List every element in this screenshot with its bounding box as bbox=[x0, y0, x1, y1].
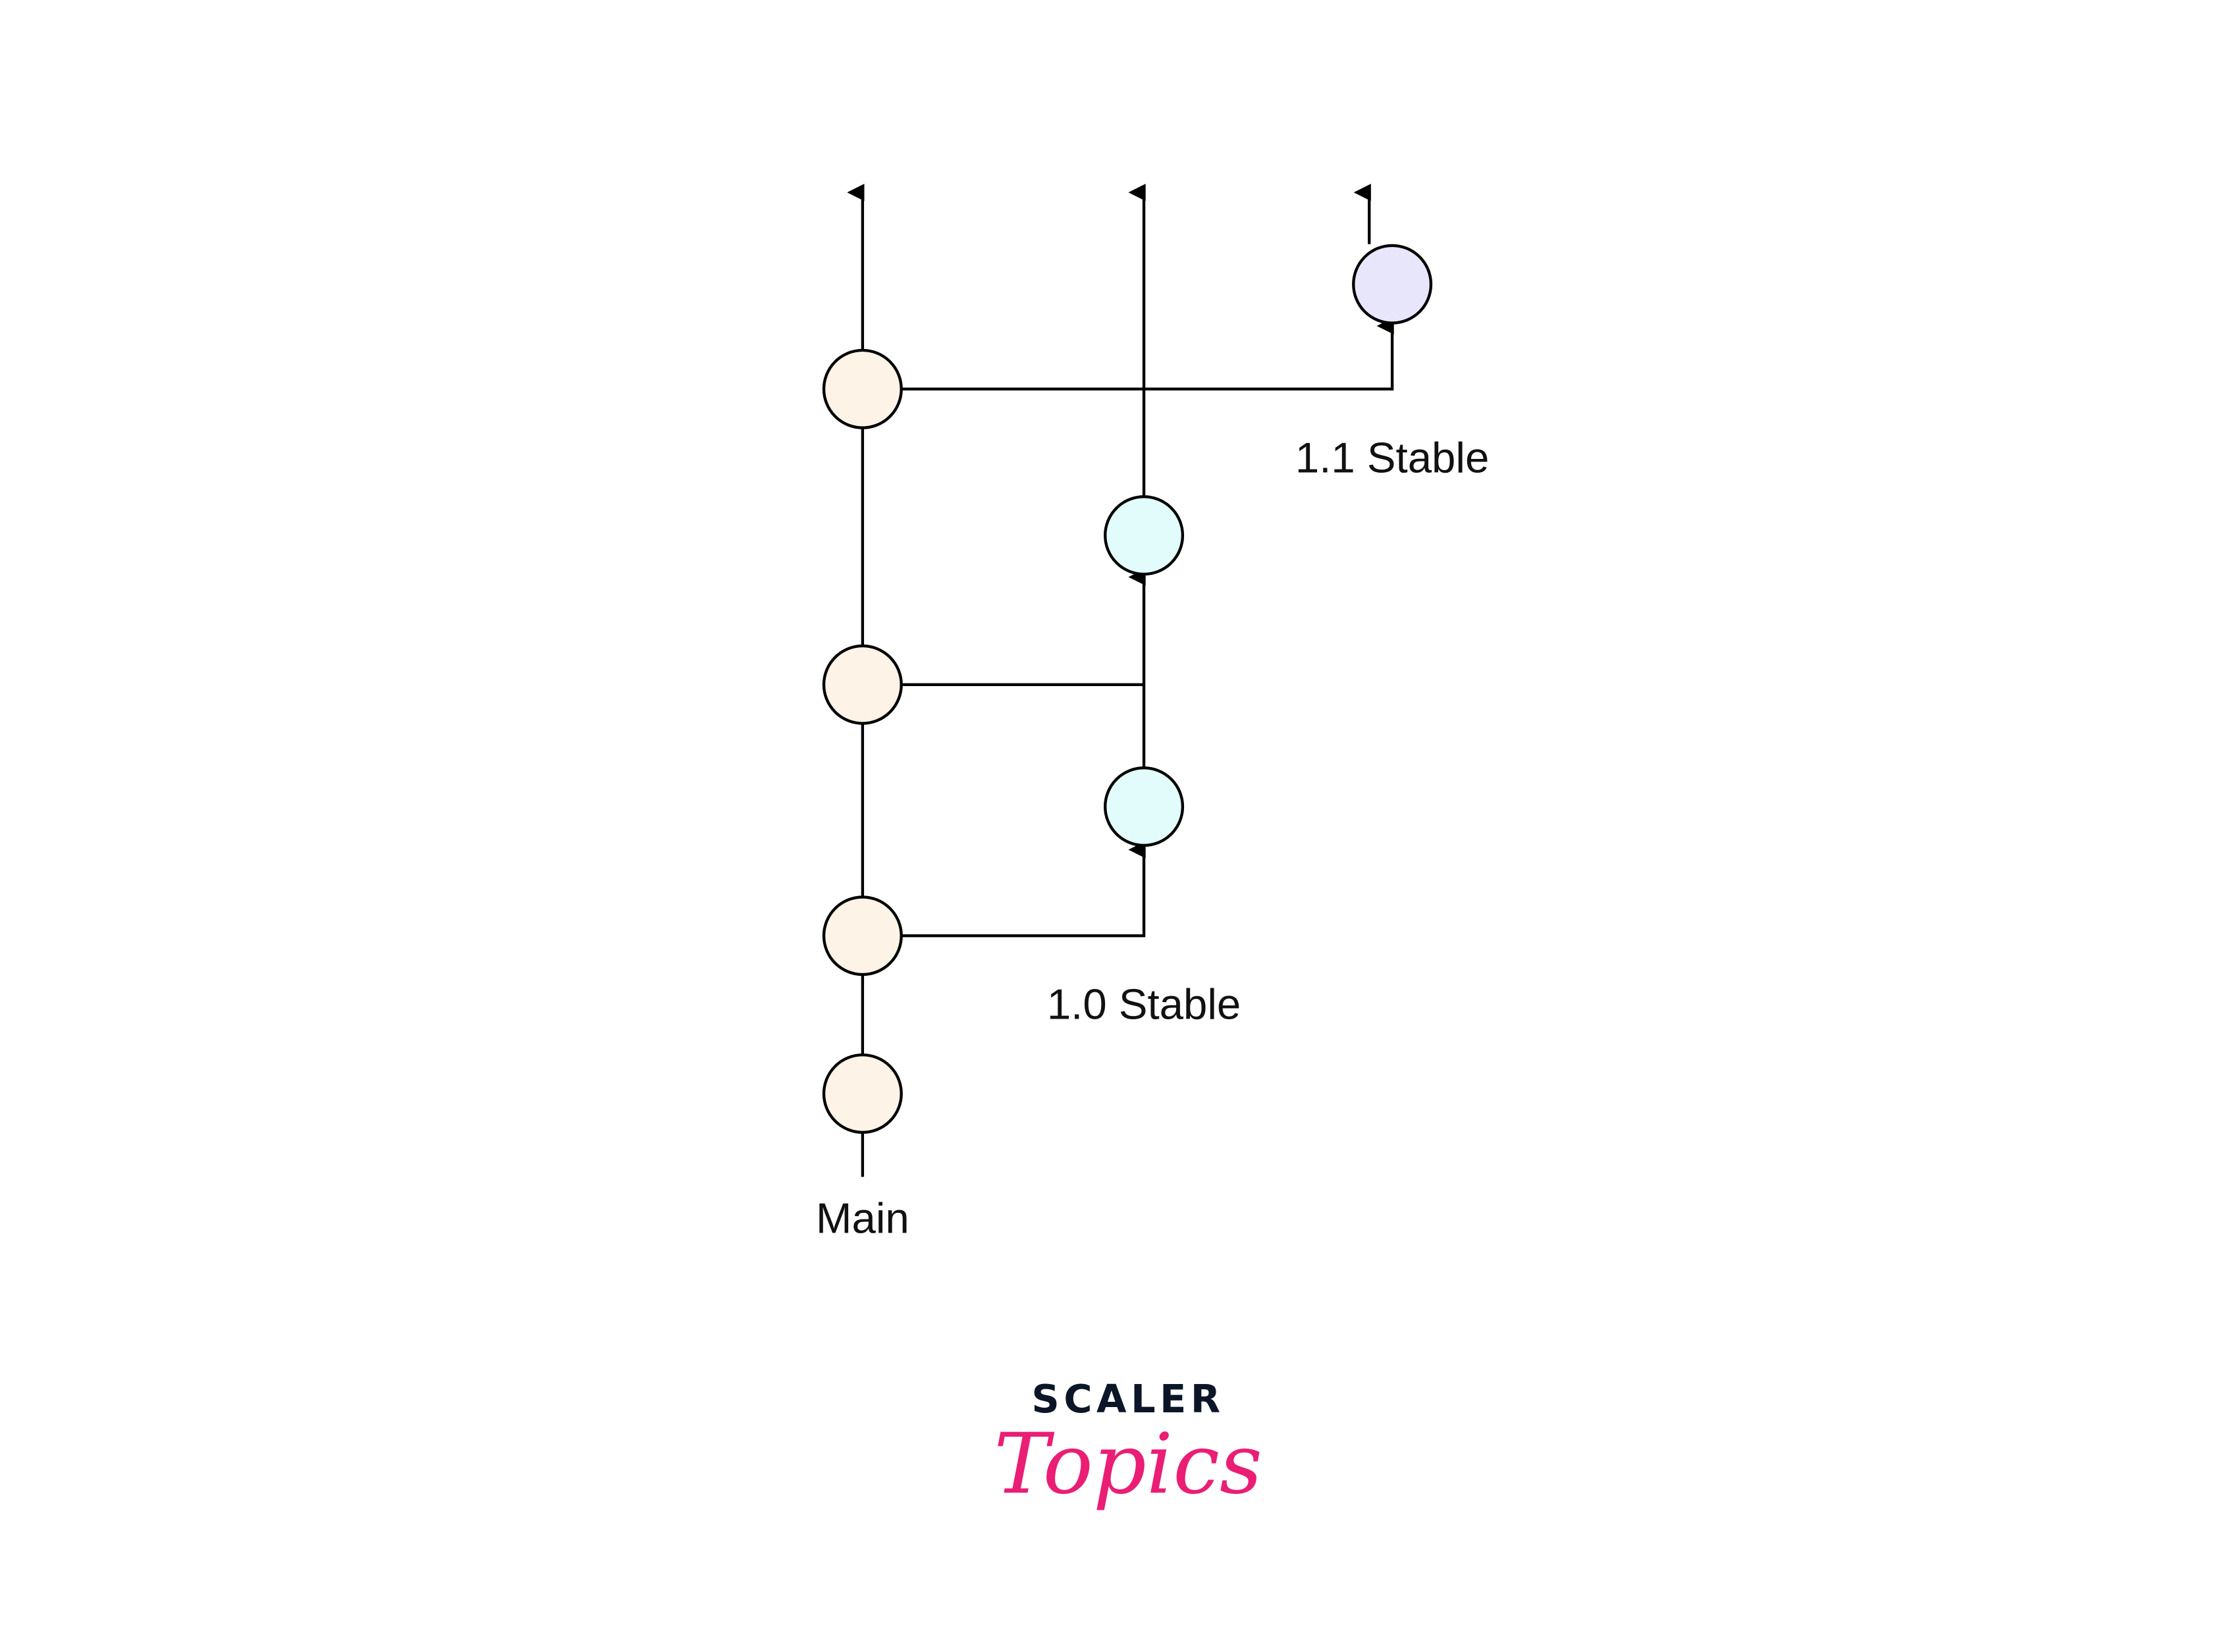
main-commit-node bbox=[822, 348, 903, 429]
logo-scaler-text: SCALER bbox=[1031, 1376, 1224, 1422]
label-main: Main bbox=[816, 1194, 909, 1242]
logo-topics-text: Topics bbox=[994, 1416, 1262, 1512]
main-commit-node bbox=[822, 1053, 903, 1134]
branch-1-1-fork bbox=[901, 317, 1394, 391]
scaler-topics-logo: SCALER Topics bbox=[994, 1376, 1262, 1512]
stable-1-0-commit-node bbox=[1104, 766, 1185, 847]
branch-1-0-fork bbox=[901, 841, 1146, 938]
main-commit-node bbox=[822, 644, 903, 725]
stable-1-0-commit-node bbox=[1104, 495, 1185, 576]
main-commit-node bbox=[822, 895, 903, 976]
label-1-0-stable: 1.0 Stable bbox=[1047, 980, 1241, 1028]
stable-1-1-commit-node bbox=[1352, 244, 1433, 325]
label-1-1-stable: 1.1 Stable bbox=[1295, 433, 1489, 481]
